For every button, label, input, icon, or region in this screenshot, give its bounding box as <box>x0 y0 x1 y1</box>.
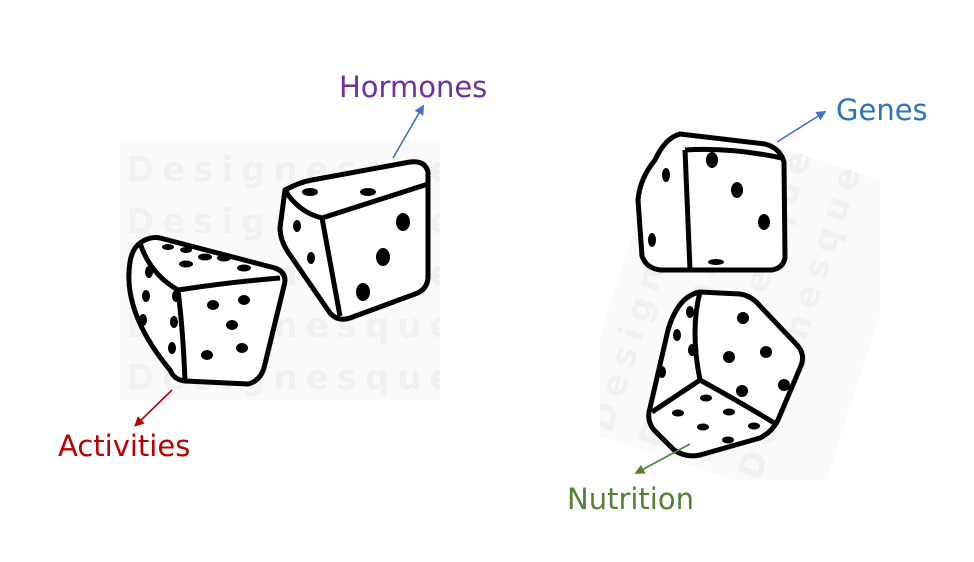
die-icon <box>646 289 806 459</box>
die-icon <box>126 235 288 387</box>
label-genes: Genes <box>836 93 928 127</box>
label-activities: Activities <box>58 429 191 463</box>
label-nutrition: Nutrition <box>567 482 694 516</box>
arrow-genes <box>776 110 827 143</box>
label-hormones: Hormones <box>339 70 488 104</box>
arrow-nutrition <box>634 443 691 474</box>
arrow-hormones <box>392 104 425 159</box>
die-icon <box>635 131 788 273</box>
die-icon <box>277 159 431 322</box>
arrow-activities <box>134 389 173 427</box>
